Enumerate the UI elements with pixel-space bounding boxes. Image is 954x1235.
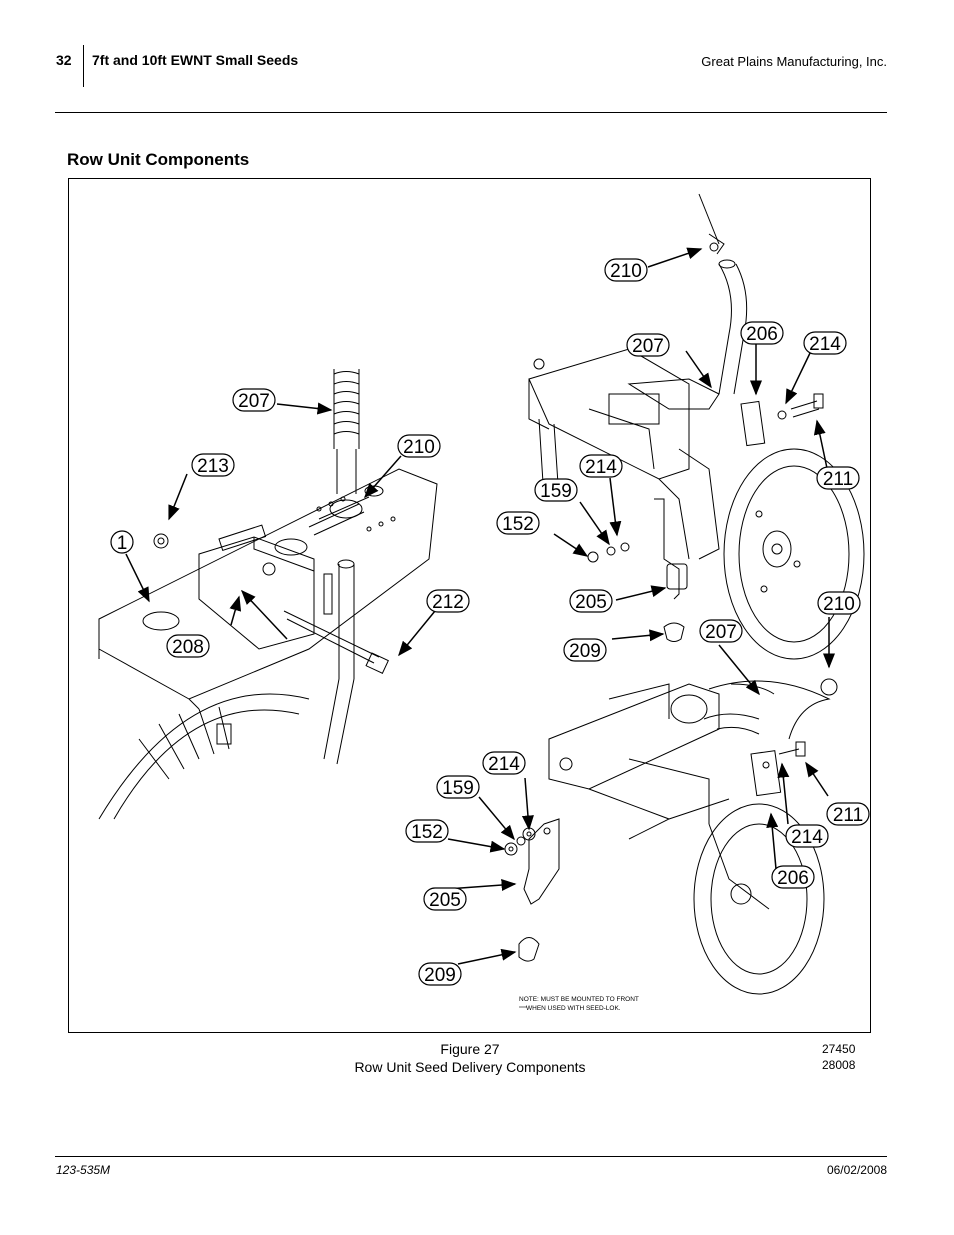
svg-text:209: 209 (424, 965, 456, 986)
callout-159-lower: 159 (436, 775, 480, 799)
mounting-note: NOTE: MUST BE MOUNTED TO FRONT WHEN USED… (519, 996, 639, 1012)
callout-214-upper: 214 (803, 331, 847, 355)
callout-210-top: 210 (604, 258, 648, 282)
svg-text:205: 205 (429, 890, 461, 911)
svg-text:214: 214 (809, 334, 841, 355)
svg-text:152: 152 (502, 514, 534, 535)
callout-210-left: 210 (397, 434, 441, 458)
callout-213: 213 (191, 453, 235, 477)
svg-text:159: 159 (540, 481, 572, 502)
figure-id-1: 27450 (822, 1042, 856, 1056)
parts-figure: 210 207 206 214 207 213 210 214 211 159 … (68, 178, 871, 1033)
lower-right-assembly-drawing (504, 678, 838, 995)
svg-text:WHEN USED WITH SEED-LOK.: WHEN USED WITH SEED-LOK. (526, 1005, 621, 1012)
callout-206-upper: 206 (740, 321, 784, 345)
svg-text:206: 206 (777, 868, 809, 889)
callout-205-upper: 205 (569, 589, 613, 613)
header-rule (55, 112, 887, 113)
svg-text:211: 211 (833, 805, 863, 826)
callout-207-left: 207 (232, 388, 276, 412)
svg-text:207: 207 (632, 336, 664, 357)
svg-text:212: 212 (432, 592, 464, 613)
parts-diagram: 210 207 206 214 207 213 210 214 211 159 … (98, 193, 870, 1012)
svg-text:209: 209 (569, 641, 601, 662)
callout-label: 210 (610, 261, 642, 282)
callout-209-upper: 209 (563, 638, 607, 662)
callout-152-lower: 152 (405, 819, 449, 843)
callout-214-mid: 214 (579, 454, 623, 478)
footer-rule (55, 1156, 887, 1157)
figure-caption-number: Figure 27 (440, 1041, 500, 1057)
company-name: Great Plains Manufacturing, Inc. (701, 54, 887, 69)
callout-205-lower: 205 (423, 887, 467, 911)
callout-211-upper: 211 (816, 466, 860, 490)
svg-text:206: 206 (746, 324, 778, 345)
svg-text:207: 207 (238, 391, 270, 412)
svg-text:205: 205 (575, 592, 607, 613)
callout-152-upper: 152 (496, 511, 540, 535)
svg-text:210: 210 (403, 437, 435, 458)
svg-text:214: 214 (488, 754, 520, 775)
callout-leaders (125, 247, 835, 965)
callout-208: 208 (166, 634, 210, 658)
header-divider (83, 45, 84, 87)
callout-1: 1 (110, 530, 134, 554)
callout-159-upper: 159 (534, 478, 578, 502)
callout-209-lower: 209 (418, 962, 462, 986)
callout-206-lower: 206 (771, 865, 815, 889)
figure-caption-title: Row Unit Seed Delivery Components (354, 1059, 586, 1075)
svg-text:159: 159 (442, 778, 474, 799)
svg-text:214: 214 (791, 827, 823, 848)
svg-text:207: 207 (705, 622, 737, 643)
svg-text:1: 1 (117, 533, 128, 554)
figure-id-2: 28008 (822, 1058, 856, 1072)
page-number: 32 (56, 52, 72, 68)
callout-214-lower-right: 214 (785, 824, 829, 848)
section-title: Row Unit Components (67, 150, 250, 169)
svg-text:208: 208 (172, 637, 204, 658)
callout-207-lower: 207 (699, 619, 743, 643)
callout-210-lower: 210 (817, 591, 861, 615)
upper-right-assembly-drawing (528, 193, 865, 660)
left-assembly-drawing (98, 369, 438, 820)
manual-title: 7ft and 10ft EWNT Small Seeds (92, 52, 299, 68)
document-number: 123-535M (56, 1163, 111, 1177)
svg-text:210: 210 (823, 594, 855, 615)
svg-text:211: 211 (823, 469, 853, 490)
svg-text:214: 214 (585, 457, 617, 478)
svg-text:NOTE: MUST BE MOUNTED TO FRONT: NOTE: MUST BE MOUNTED TO FRONT (519, 996, 639, 1003)
callout-214-lower-left: 214 (482, 751, 526, 775)
document-date: 06/02/2008 (826, 1163, 887, 1177)
callout-207-upper-right: 207 (626, 333, 670, 357)
callout-212: 212 (426, 589, 470, 613)
callout-211-lower: 211 (826, 802, 870, 826)
svg-text:213: 213 (197, 456, 229, 477)
svg-text:152: 152 (411, 822, 443, 843)
